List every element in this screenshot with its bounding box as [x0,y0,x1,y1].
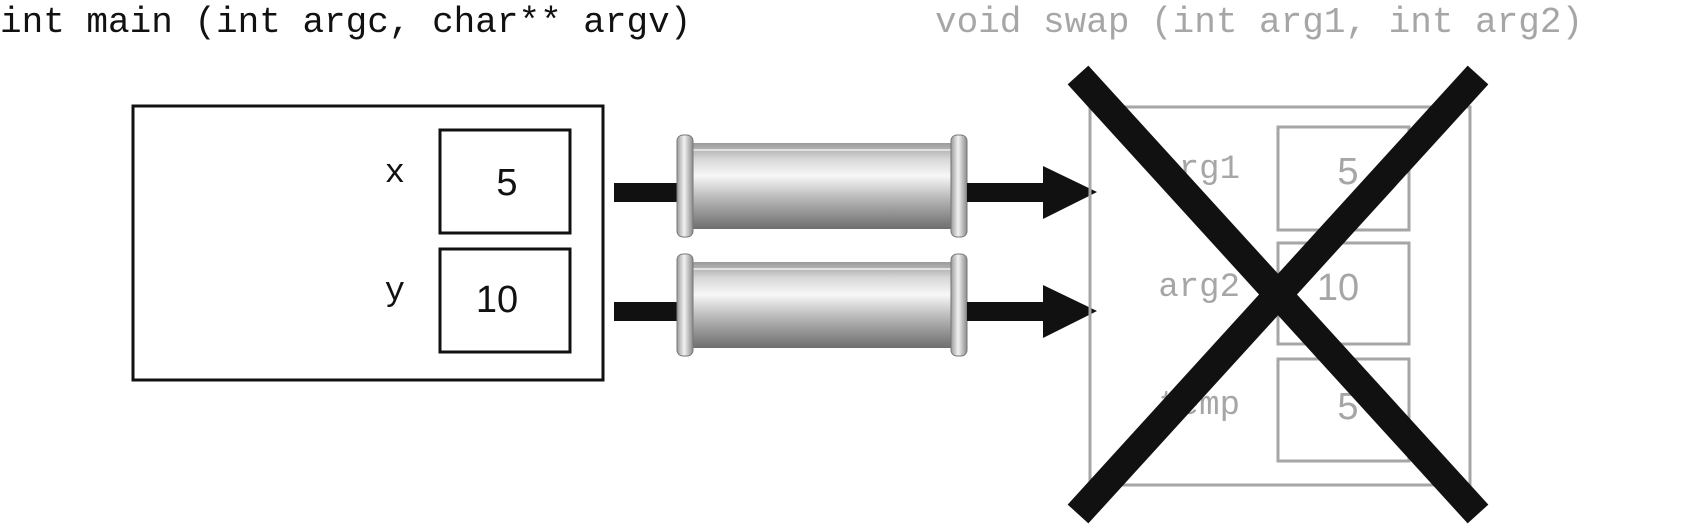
var-x-box [438,128,572,235]
arrow-icon [967,285,1097,338]
var-y-label: y [385,273,405,311]
main-frame: x 5 y 10 [131,104,605,382]
pipe-icon [676,134,968,238]
var-x-value: 5 [496,162,517,204]
copy-pipe-y [614,253,1097,357]
var-y-value: 10 [476,279,518,321]
var-x-label: x [385,155,405,193]
var-y-box [438,247,572,354]
main-frame-box [131,104,605,382]
swap-frame-box [1088,105,1472,487]
copy-pipe-x [614,134,1097,238]
cross-out-icon [1067,65,1489,524]
lead-line-x [614,183,684,202]
var-arg2-value: 10 [1317,267,1359,309]
swap-signature: void swap (int arg1, int arg2) [935,2,1583,43]
var-arg2-label: arg2 [1158,269,1240,307]
var-arg1-value: 5 [1337,151,1358,193]
arrow-icon [967,166,1097,219]
pipe-icon [676,253,968,357]
main-signature: int main (int argc, char** argv) [0,2,691,43]
lead-line-y [614,302,684,321]
